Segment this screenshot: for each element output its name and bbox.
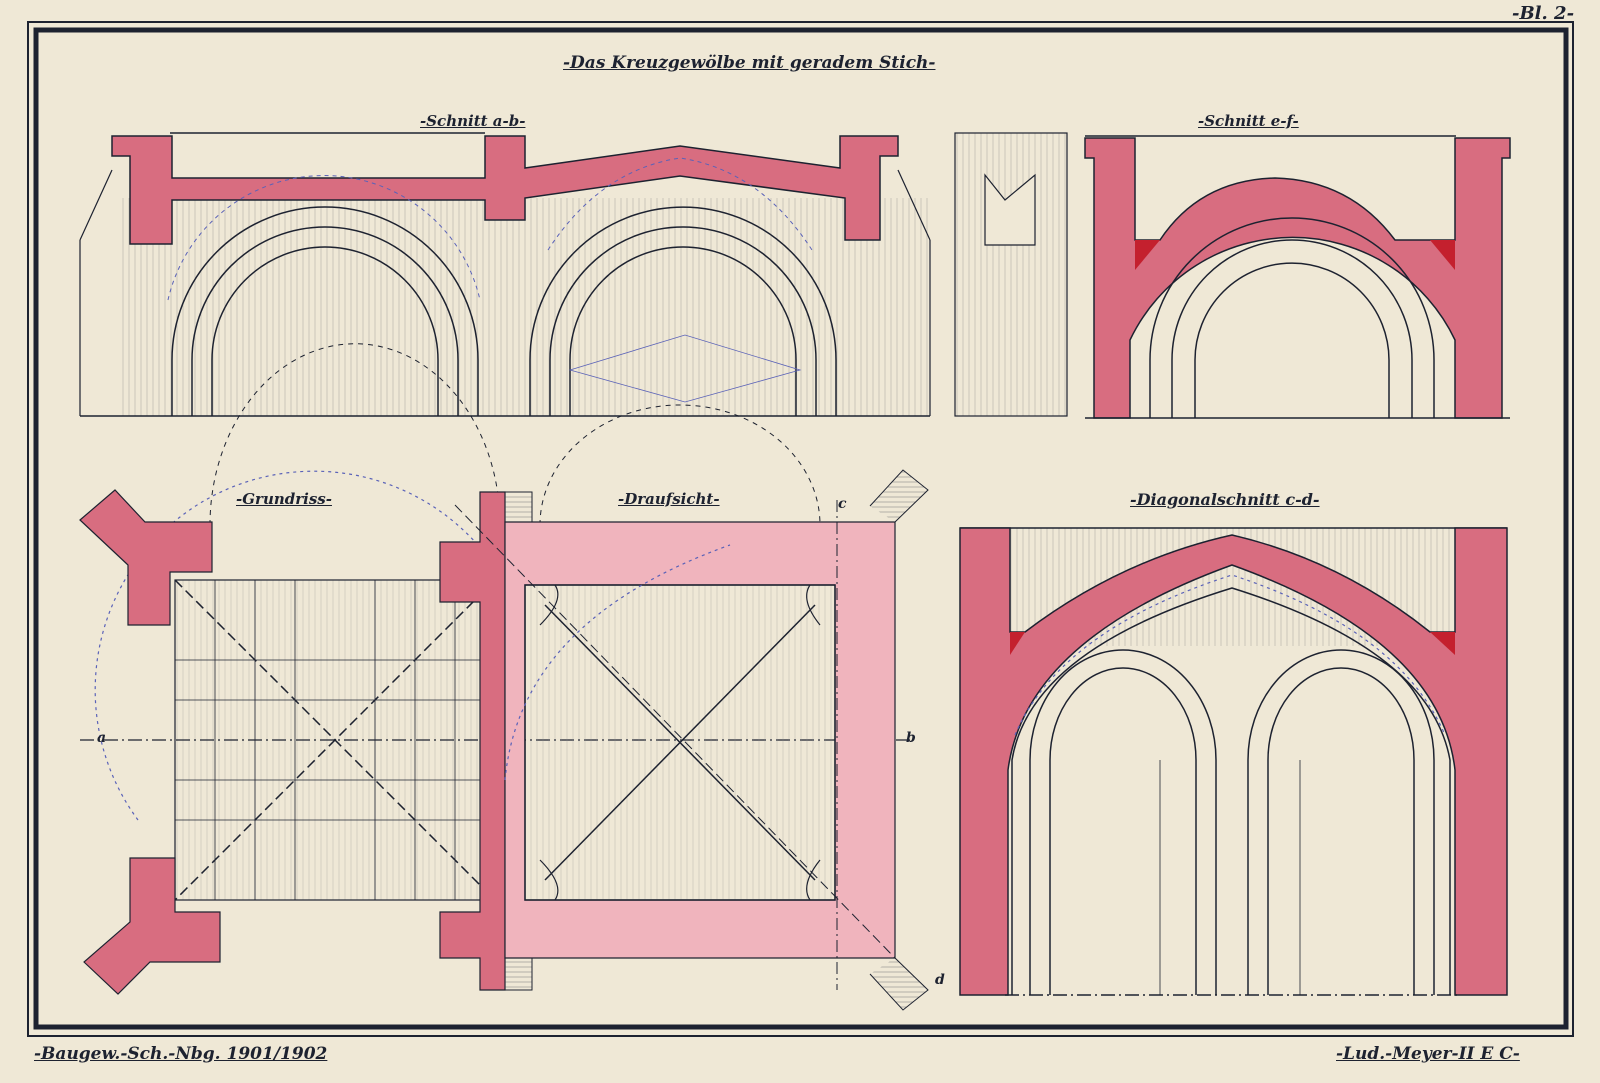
- inner-frame: [33, 27, 1569, 1030]
- plan-label: -Grundriss-: [236, 490, 332, 508]
- section-ef-masonry: [1084, 137, 1511, 419]
- section-ef-drawing: [954, 132, 1511, 419]
- outer-frame: [27, 21, 1574, 1037]
- diagonal-section-masonry: [959, 527, 1508, 996]
- plan-and-top-view-drawing: [79, 343, 929, 1011]
- section-ab-masonry: [111, 135, 899, 245]
- marker-b: b: [906, 730, 916, 746]
- diagonal-section-drawing: [959, 527, 1508, 996]
- footer-author: -Lud.-Meyer-II E C-: [1336, 1044, 1520, 1064]
- section-ab-label: -Schnitt a-b-: [420, 112, 526, 130]
- pier-bottom-left: [83, 857, 221, 995]
- plate-number: -Bl. 2-: [1512, 3, 1575, 24]
- marker-a: a: [97, 730, 107, 746]
- marker-d: d: [935, 972, 945, 988]
- section-ef-label: -Schnitt e-f-: [1198, 112, 1299, 130]
- diagonal-section-label: -Diagonalschnitt c-d-: [1130, 490, 1320, 509]
- footer-school: -Baugew.-Sch.-Nbg. 1901/1902: [34, 1044, 328, 1064]
- marker-c: c: [838, 496, 847, 512]
- pier-top-left: [79, 489, 213, 626]
- sheet-title: -Das Kreuzgewölbe mit geradem Stich-: [563, 53, 936, 73]
- top-view-label: -Draufsicht-: [618, 490, 720, 508]
- section-ab-drawing: [79, 132, 931, 417]
